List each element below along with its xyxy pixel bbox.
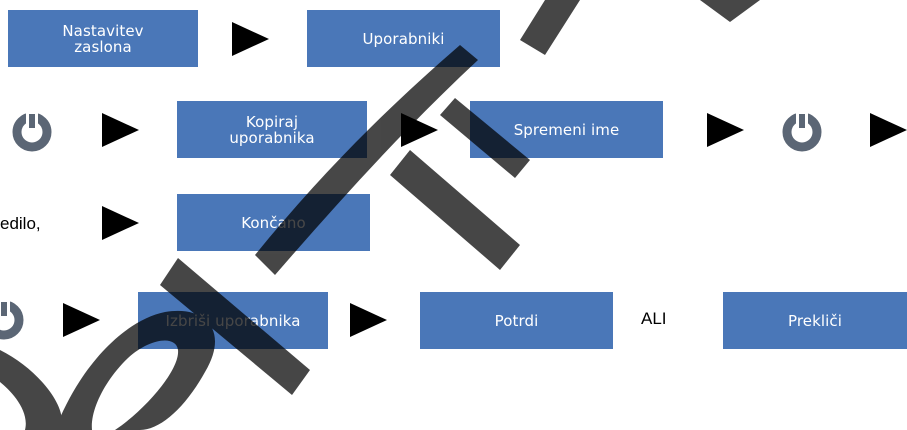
instruction-text-fragment: edilo, <box>0 214 41 233</box>
users-button[interactable]: Uporabniki <box>307 10 500 67</box>
arrow-right-icon <box>870 113 907 147</box>
arrow-right-icon <box>102 206 139 240</box>
arrow-right-icon <box>63 303 100 337</box>
rotate-dial-icon <box>782 112 822 152</box>
arrow-right-icon <box>232 22 269 56</box>
rename-button[interactable]: Spremeni ime <box>470 101 663 158</box>
arrow-right-icon <box>102 113 139 147</box>
arrow-right-icon <box>401 113 438 147</box>
done-button[interactable]: Končano <box>177 194 370 251</box>
rotate-dial-icon <box>12 112 52 152</box>
confirm-button[interactable]: Potrdi <box>420 292 613 349</box>
cancel-button[interactable]: Prekliči <box>723 292 907 349</box>
copy-user-button[interactable]: Kopiraj uporabnika <box>177 101 367 158</box>
or-text: ALI <box>641 309 667 328</box>
arrow-right-icon <box>707 113 744 147</box>
arrow-right-icon <box>350 303 387 337</box>
delete-user-button[interactable]: Izbriši uporabnika <box>138 292 328 349</box>
display-settings-button[interactable]: Nastavitev zaslona <box>8 10 198 67</box>
rotate-dial-icon <box>0 300 24 340</box>
